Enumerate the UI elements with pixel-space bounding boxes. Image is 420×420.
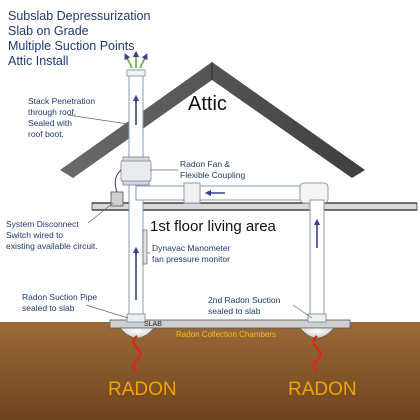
slab bbox=[109, 319, 351, 329]
manometer-note-2: fan pressure monitor bbox=[152, 254, 230, 264]
title-line-4: Attic Install bbox=[8, 54, 68, 68]
disconnect-switch bbox=[110, 169, 124, 207]
floor-label: 1st floor living area bbox=[150, 218, 277, 235]
collection-chambers bbox=[119, 327, 335, 339]
slab-label: SLAB bbox=[144, 321, 162, 328]
right-riser-pipe bbox=[309, 199, 325, 323]
manometer-note-1: Dynavac Manometer bbox=[152, 243, 231, 253]
stack-note-4: roof boot. bbox=[28, 129, 64, 139]
title-line-2: Slab on Grade bbox=[8, 24, 89, 38]
stack-note-3: Sealed with bbox=[28, 118, 72, 128]
right-chamber bbox=[299, 327, 335, 339]
disconnect-note-1: System Disconnect bbox=[6, 219, 79, 229]
fan-note-1: Radon Fan & bbox=[180, 159, 230, 169]
suction-pipe-note-2: sealed to slab bbox=[22, 303, 75, 313]
left-chamber bbox=[119, 327, 155, 339]
flow-arrows bbox=[132, 94, 321, 300]
suction-pipe-note-1: Radon Suction Pipe bbox=[22, 292, 97, 302]
left-radon-wave bbox=[132, 335, 142, 373]
second-suction-note-2: sealed to slab bbox=[208, 306, 261, 316]
chambers-label: Radon Collection Chambers bbox=[176, 330, 276, 339]
title-line-3: Multiple Suction Points bbox=[8, 39, 134, 53]
stack-note-2: through roof. bbox=[28, 107, 76, 117]
fan-note-2: Flexible Coupling bbox=[180, 170, 245, 180]
radon-fan bbox=[120, 159, 152, 183]
disconnect-note-3: existing available circuit. bbox=[6, 241, 98, 251]
radon-left-label: RADON bbox=[108, 379, 177, 400]
title-line-1: Subslab Depressurization bbox=[8, 9, 150, 23]
second-suction-note-1: 2nd Radon Suction bbox=[208, 295, 281, 305]
ceiling-joists bbox=[91, 202, 418, 211]
attic-label: Attic bbox=[188, 93, 227, 115]
disconnect-note-2: Switch wired to bbox=[6, 230, 63, 240]
roof bbox=[60, 62, 365, 178]
manometer bbox=[142, 229, 148, 265]
exhaust-arrows bbox=[124, 50, 148, 69]
stack-note-1: Stack Penetration bbox=[28, 96, 95, 106]
leader-lines bbox=[67, 114, 313, 319]
radon-right-label: RADON bbox=[288, 379, 357, 400]
radon-waves bbox=[132, 335, 322, 373]
right-radon-wave bbox=[312, 335, 322, 373]
soil-ground bbox=[0, 322, 420, 420]
